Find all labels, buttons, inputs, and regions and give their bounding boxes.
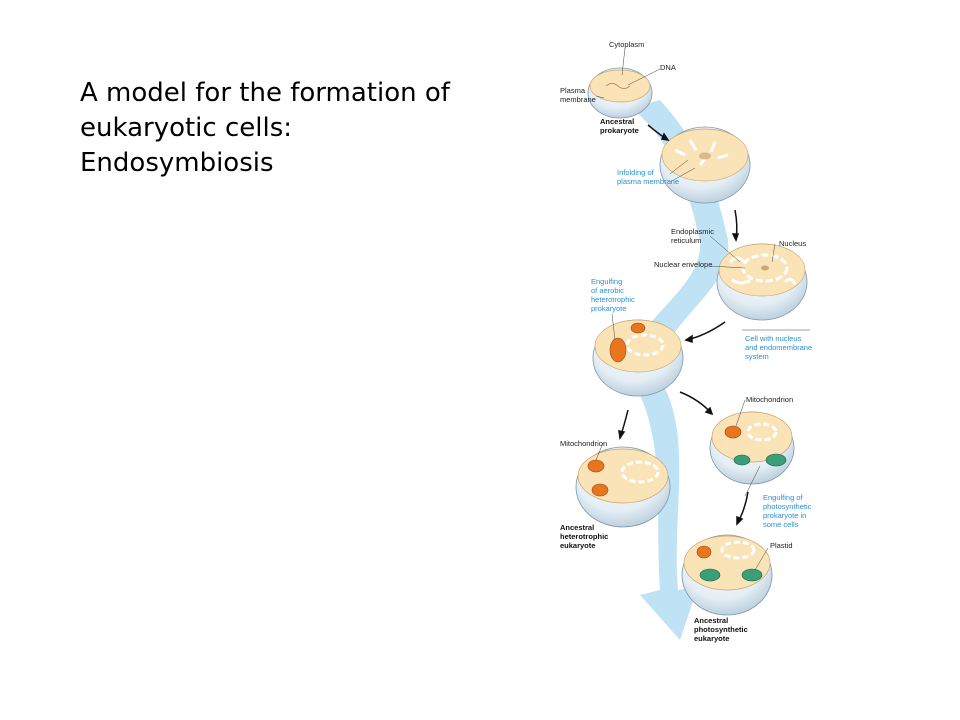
cell-ancestral-photosynthetic <box>681 534 773 616</box>
label-nucleus: Nucleus <box>779 239 806 248</box>
label-engulfing-photosynthetic-4: some cells <box>763 520 799 529</box>
label-engulfing-aerobic-4: prokaryote <box>591 304 626 313</box>
label-ancestral-prokaryote-2: prokaryote <box>600 126 639 135</box>
label-engulfing-photosynthetic-2: photosynthetic <box>763 502 812 511</box>
label-mitochondrion-right: Mitochondrion <box>746 395 793 404</box>
cell-engulfing-photosynthetic <box>709 411 795 485</box>
label-infolding-1: Infolding of <box>617 168 655 177</box>
label-cell-with-nucleus-3: system <box>745 352 769 361</box>
label-engulfing-photosynthetic-3: prokaryote in <box>763 511 806 520</box>
label-ancestral-prokaryote-1: Ancestral <box>600 117 634 126</box>
label-engulfing-aerobic-2: of aerobic <box>591 286 624 295</box>
diagram-labels: Cytoplasm DNA Plasma membrane Ancestral … <box>560 40 812 643</box>
label-plastid: Plastid <box>770 541 793 550</box>
slide-title: A model for the formation of eukaryotic … <box>80 76 520 181</box>
label-ancestral-photosynthetic-2: photosynthetic <box>694 625 748 634</box>
leader-lines <box>595 47 810 571</box>
label-ancestral-heterotrophic-1: Ancestral <box>560 523 594 532</box>
label-dna: DNA <box>660 63 676 72</box>
label-er-1: Endoplasmic <box>671 227 714 236</box>
label-cell-with-nucleus-2: and endomembrane <box>745 343 812 352</box>
label-nuclear-envelope: Nuclear envelope <box>654 260 712 269</box>
flow-arrow-band <box>630 100 729 640</box>
cell-ancestral-heterotrophic <box>575 446 671 528</box>
title-line-2: eukaryotic cells: <box>80 113 293 143</box>
cell-engulfing-aerobic <box>592 319 684 397</box>
title-line-3: Endosymbiosis <box>80 148 274 178</box>
label-ancestral-heterotrophic-3: eukaryote <box>560 541 595 550</box>
cell-ancestral-prokaryote <box>587 67 653 119</box>
label-cell-with-nucleus-1: Cell with nucleus <box>745 334 802 343</box>
transition-arrows <box>618 124 749 526</box>
label-engulfing-photosynthetic-1: Engulfing of <box>763 493 804 502</box>
cell-infolding <box>659 126 751 204</box>
label-mitochondrion-left: Mitochondrion <box>560 439 607 448</box>
label-plasma-membrane-2: membrane <box>560 95 596 104</box>
label-ancestral-heterotrophic-2: heterotrophic <box>560 532 608 541</box>
label-engulfing-aerobic-1: Engulfing <box>591 277 622 286</box>
label-er-2: reticulum <box>671 236 701 245</box>
cell-with-nucleus <box>716 243 808 321</box>
label-engulfing-aerobic-3: heterotrophic <box>591 295 635 304</box>
label-cytoplasm: Cytoplasm <box>609 40 644 49</box>
label-plasma-membrane-1: Plasma <box>560 86 586 95</box>
label-ancestral-photosynthetic-1: Ancestral <box>694 616 728 625</box>
label-ancestral-photosynthetic-3: eukaryote <box>694 634 729 643</box>
title-line-1: A model for the formation of <box>80 78 450 108</box>
label-infolding-2: plasma membrane <box>617 177 679 186</box>
